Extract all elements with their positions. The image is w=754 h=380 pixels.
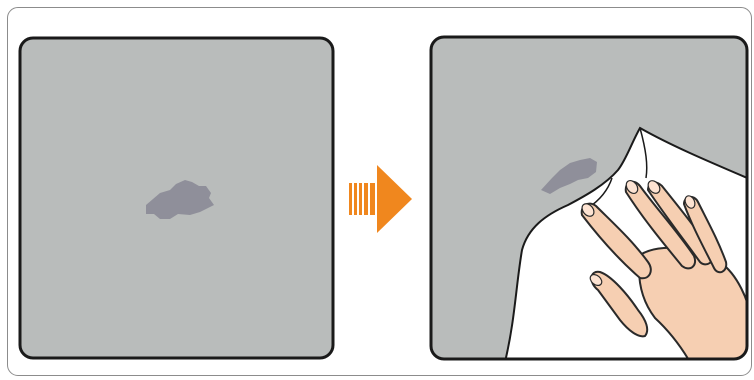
arrow-right-icon — [349, 165, 412, 233]
before-panel — [20, 38, 333, 358]
after-panel — [431, 37, 752, 362]
